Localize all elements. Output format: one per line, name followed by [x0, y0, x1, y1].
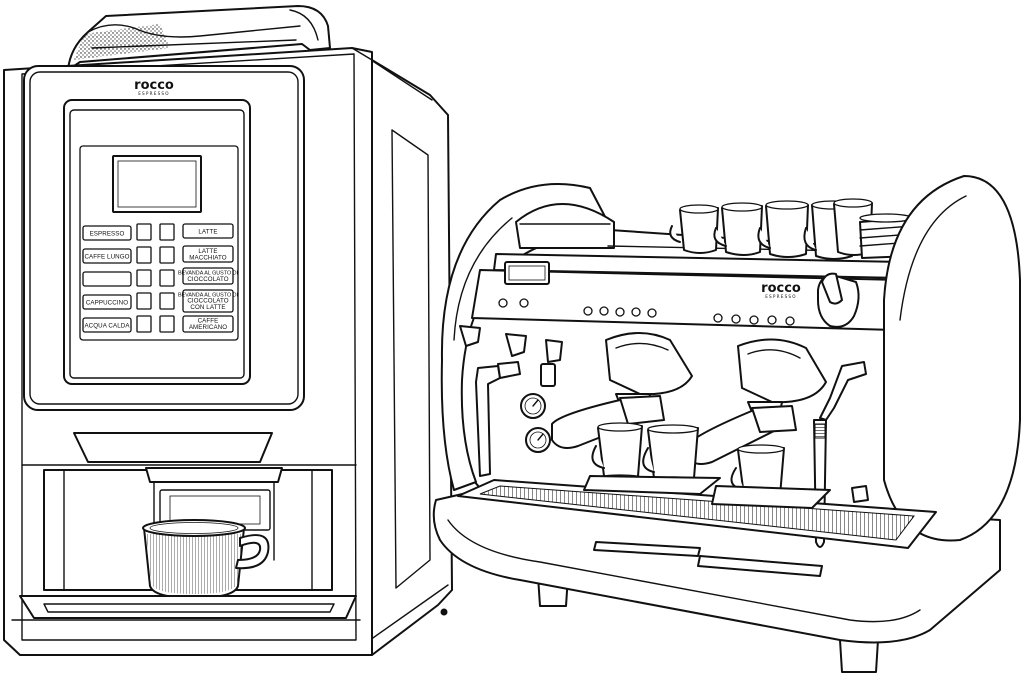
upper-vent-strip	[73, 432, 273, 463]
dose-button[interactable]	[631, 307, 641, 317]
caffe-lungo-button[interactable]	[82, 248, 132, 264]
acqua-calda-button-label: ACQUA CALDA	[84, 323, 130, 330]
latte-button[interactable]	[182, 223, 234, 239]
dose-button[interactable]	[599, 306, 609, 316]
cioccolato-latte-label-2: CIOCCOLATO	[187, 298, 228, 305]
keypad-key[interactable]	[159, 315, 175, 333]
keypad-key[interactable]	[136, 315, 152, 333]
group-1-buttons	[583, 306, 657, 318]
keypad-key[interactable]	[159, 223, 175, 241]
aux-button[interactable]	[519, 298, 529, 308]
stacked-cups	[669, 198, 915, 260]
dose-button[interactable]	[647, 308, 657, 318]
dose-button[interactable]	[583, 306, 593, 316]
espresso-brand-sub: ESPRESSO	[765, 294, 797, 299]
keypad-key[interactable]	[159, 292, 175, 310]
water-valve[interactable]	[545, 339, 563, 363]
latte-macchiato-label-2: MACCHIATO	[189, 255, 227, 262]
machine-foot-right	[839, 639, 879, 673]
cioccolato-latte-label-3: CON LATTE	[190, 304, 225, 311]
acqua-calda-button[interactable]	[82, 317, 132, 333]
power-button[interactable]	[498, 298, 508, 308]
latte-macchiato-label-1: LATTE	[198, 248, 217, 255]
lcd-screen	[112, 155, 202, 213]
front-slot	[593, 541, 701, 557]
vending-brand-sub: ESPRESSO	[138, 91, 170, 96]
cioccolato-label-2: CIOCCOLATO	[187, 276, 228, 283]
caffe-americano-label-2: AMERICANO	[189, 324, 227, 331]
dispense-nozzle-housing	[145, 467, 283, 483]
steam-tap-left[interactable]	[459, 325, 481, 347]
caffe-lungo-button-label: CAFFE LUNGO	[84, 254, 129, 261]
caffe-americano-label-1: CAFFE	[198, 318, 219, 325]
hot-water-tap[interactable]	[505, 333, 527, 357]
back-splash	[515, 203, 615, 249]
dose-button[interactable]	[713, 313, 723, 323]
blank-button[interactable]	[82, 271, 132, 287]
front-slot	[697, 555, 823, 577]
dose-button[interactable]	[749, 315, 759, 325]
cioccolato-label-1: BEVANDA AL GUSTO DI	[178, 271, 238, 277]
espresso-brand-logo: rocco	[761, 281, 801, 296]
espresso-button-label: ESPRESSO	[90, 231, 125, 238]
cioccolato-latte-label-1: BEVANDA AL GUSTO DI	[178, 293, 238, 299]
latte-macchiato-button[interactable]	[182, 245, 234, 263]
vending-machine: rocco ESPRESSO ESPRESSO CAFFE LUNGO CAPP…	[3, 5, 453, 656]
machine-display	[504, 261, 550, 285]
bean-hopper	[67, 5, 331, 71]
keypad-key[interactable]	[159, 246, 175, 264]
machine-right-cheek	[883, 175, 1021, 542]
keypad-key[interactable]	[136, 269, 152, 287]
keypad-key[interactable]	[136, 223, 152, 241]
vending-brand-logo: rocco	[134, 78, 174, 93]
caffe-americano-button[interactable]	[182, 315, 234, 333]
right-button-column: LATTE LATTE MACCHIATO BEVANDA AL GUSTO D…	[178, 223, 238, 333]
vending-drip-tray	[19, 595, 357, 619]
espresso-machine: rocco ESPRESSO	[432, 175, 1021, 673]
keypad-key[interactable]	[136, 246, 152, 264]
espresso-button[interactable]	[82, 225, 132, 241]
dose-button[interactable]	[615, 307, 625, 317]
dose-button[interactable]	[767, 315, 777, 325]
cappuccino-button-label: CAPPUCCINO	[86, 300, 128, 307]
left-button-column: ESPRESSO CAFFE LUNGO CAPPUCCINO ACQUA CA…	[82, 225, 132, 333]
steam-wand-right[interactable]	[819, 361, 867, 421]
cioccolato-button[interactable]	[182, 267, 234, 285]
strength-keypad	[136, 223, 175, 333]
dose-button[interactable]	[785, 316, 795, 326]
keypad-key[interactable]	[136, 292, 152, 310]
latte-button-label: LATTE	[198, 229, 217, 236]
keypad-key[interactable]	[159, 269, 175, 287]
dose-button[interactable]	[731, 314, 741, 324]
cappuccino-button[interactable]	[82, 294, 132, 310]
vending-cup	[142, 519, 270, 599]
vending-side-recess	[391, 129, 431, 589]
cioccolato-latte-button[interactable]	[182, 289, 234, 313]
group-2-buttons	[713, 313, 795, 326]
